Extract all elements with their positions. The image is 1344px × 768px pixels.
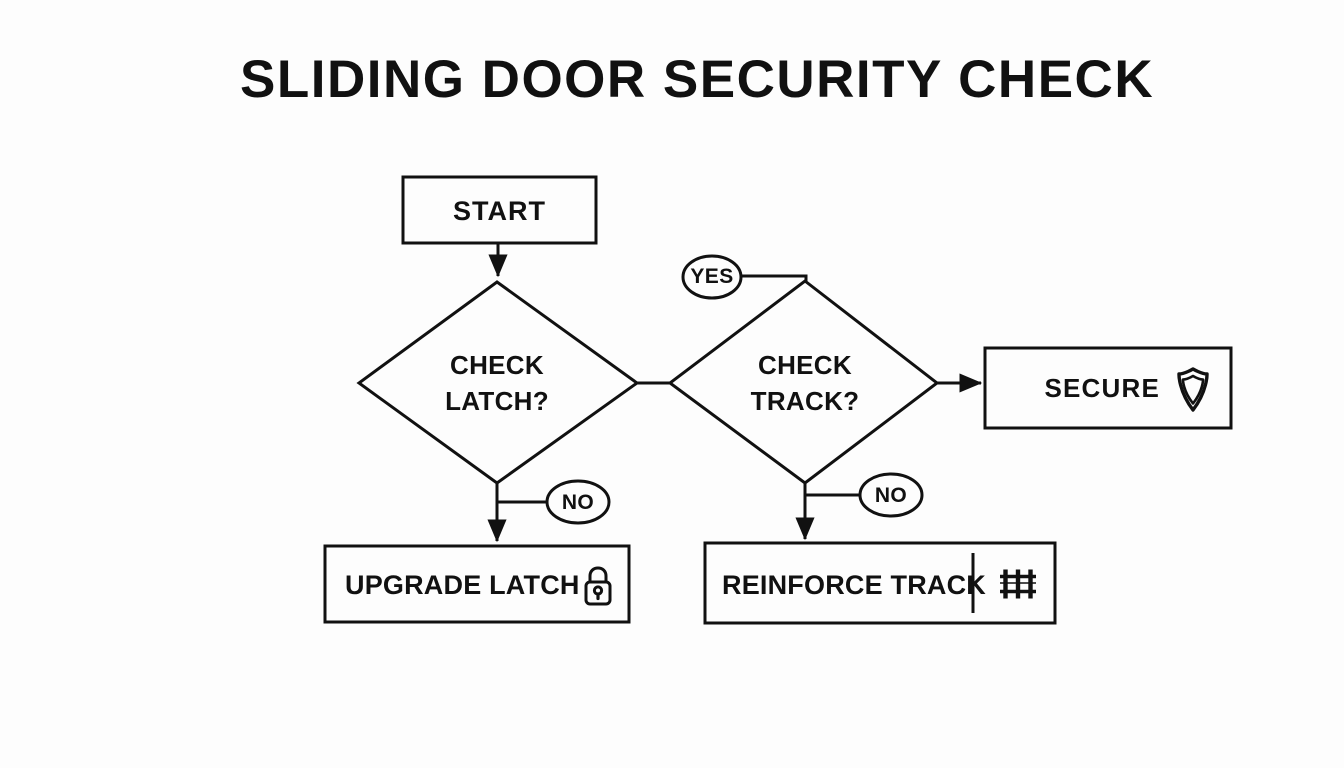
node-upgrade-latch-label: UPGRADE LATCH bbox=[345, 570, 580, 600]
node-upgrade-latch-shape[interactable] bbox=[323, 544, 631, 624]
node-secure-label: SECURE bbox=[1044, 373, 1160, 403]
page-title: SLIDING DOOR SECURITY CHECK bbox=[240, 50, 1155, 109]
node-check-track-label: CHECK TRACK? bbox=[705, 347, 905, 419]
railroad-track-icon bbox=[1000, 569, 1036, 599]
edge-label-no-latch-bubble bbox=[545, 479, 611, 525]
node-start-shape[interactable] bbox=[401, 175, 598, 245]
edge-label-no-track: NO bbox=[874, 484, 908, 507]
edge-label-no-latch: NO bbox=[561, 491, 595, 514]
node-check-track-line2: TRACK? bbox=[750, 386, 860, 416]
node-check-latch-line1: CHECK bbox=[450, 350, 544, 380]
node-start-label: START bbox=[453, 196, 546, 226]
padlock-icon bbox=[584, 566, 612, 606]
edge-yes-connector bbox=[741, 274, 808, 282]
node-check-track-line1: CHECK bbox=[758, 350, 852, 380]
edge-label-yes-bubble bbox=[681, 254, 743, 300]
node-reinforce-track-label: REINFORCE TRACK bbox=[722, 570, 986, 600]
edge-label-yes: YES bbox=[690, 265, 734, 288]
node-reinforce-track-shape[interactable] bbox=[703, 541, 1057, 625]
node-check-latch-line2: LATCH? bbox=[445, 386, 549, 416]
node-check-latch-label: CHECK LATCH? bbox=[397, 347, 597, 419]
edge-label-no-track-bubble bbox=[858, 472, 924, 518]
shield-icon bbox=[1177, 367, 1209, 412]
node-secure-shape[interactable] bbox=[983, 346, 1233, 430]
